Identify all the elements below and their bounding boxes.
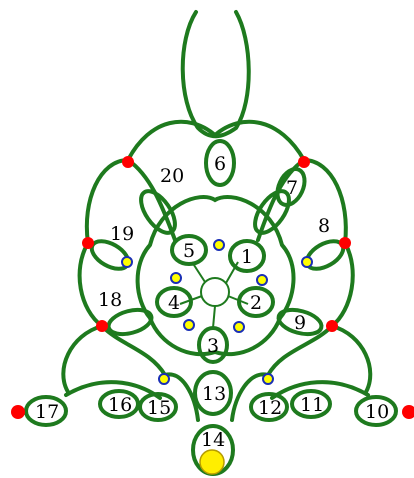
bead-8 [158, 373, 170, 385]
bead-3 [233, 321, 245, 333]
label-8: 8 [318, 215, 330, 237]
ring-18 [106, 307, 154, 337]
ring-4 [155, 286, 193, 318]
label-4: 4 [168, 292, 180, 314]
label-15: 15 [147, 397, 171, 419]
label-13: 13 [202, 383, 226, 405]
label-2: 2 [250, 292, 262, 314]
lower-left-chain [100, 324, 167, 377]
left-bottom-chain [61, 324, 104, 394]
ring-3 [197, 326, 229, 364]
label-6: 6 [214, 153, 226, 175]
right-outer-chain-upper [302, 158, 348, 245]
ring-13 [193, 370, 233, 416]
right-bottom-chain [330, 324, 373, 394]
large-bead [199, 449, 225, 475]
label-12: 12 [258, 397, 282, 419]
label-3: 3 [207, 335, 219, 357]
label-18: 18 [98, 289, 122, 311]
ring-5 [170, 234, 208, 266]
ring-16 [98, 389, 140, 419]
join-point-upper-left [122, 156, 134, 168]
ring-6 [204, 139, 236, 187]
bead-1 [213, 239, 225, 251]
bead-4 [183, 319, 195, 331]
label-10: 10 [365, 401, 389, 423]
central-flower-outline [135, 195, 296, 357]
label-16: 16 [108, 394, 132, 416]
ring-1 [228, 239, 266, 273]
bottom-base-chain-right [270, 380, 370, 400]
ring-10 [354, 395, 398, 427]
flower-center-ring [200, 277, 230, 307]
join-point-far-left [11, 405, 25, 419]
upper-left-arch [126, 119, 217, 162]
ring-17 [24, 395, 68, 427]
ring-8-petal [253, 189, 291, 235]
join-point-upper-right [298, 156, 310, 168]
label-7: 7 [286, 177, 298, 199]
flower-spoke-3 [212, 305, 216, 329]
ring-12 [249, 392, 289, 422]
label-1: 1 [241, 246, 253, 268]
ring-2 [237, 286, 275, 318]
bead-2 [256, 274, 268, 286]
lower-right-chain [266, 324, 334, 377]
bead-9 [262, 373, 274, 385]
label-5: 5 [183, 240, 195, 262]
ring-9 [276, 307, 324, 337]
label-9: 9 [294, 312, 306, 334]
top-loop [180, 10, 251, 139]
label-19: 19 [110, 223, 134, 245]
bead-6 [121, 256, 133, 268]
join-point-far-right [402, 405, 414, 419]
bottom-center-chain-right [230, 372, 270, 422]
left-outer-chain-lower [77, 241, 104, 328]
ring-20-petal [139, 189, 177, 235]
label-11: 11 [300, 394, 324, 416]
upper-right-arch [213, 119, 306, 162]
label-14: 14 [201, 429, 225, 451]
label-17: 17 [35, 401, 59, 423]
join-point-lower-left [96, 320, 108, 332]
join-point-mid-right [339, 237, 351, 249]
bottom-center-chain-left [163, 372, 200, 422]
label-20: 20 [160, 165, 184, 187]
ring-11 [290, 389, 332, 419]
join-point-mid-left [82, 237, 94, 249]
left-outer-chain-upper [84, 158, 130, 245]
ring-15 [138, 392, 178, 422]
ring-7 [275, 167, 307, 207]
bead-7 [301, 256, 313, 268]
join-point-lower-right [326, 320, 338, 332]
right-outer-chain-lower [330, 241, 355, 328]
bead-5 [170, 272, 182, 284]
